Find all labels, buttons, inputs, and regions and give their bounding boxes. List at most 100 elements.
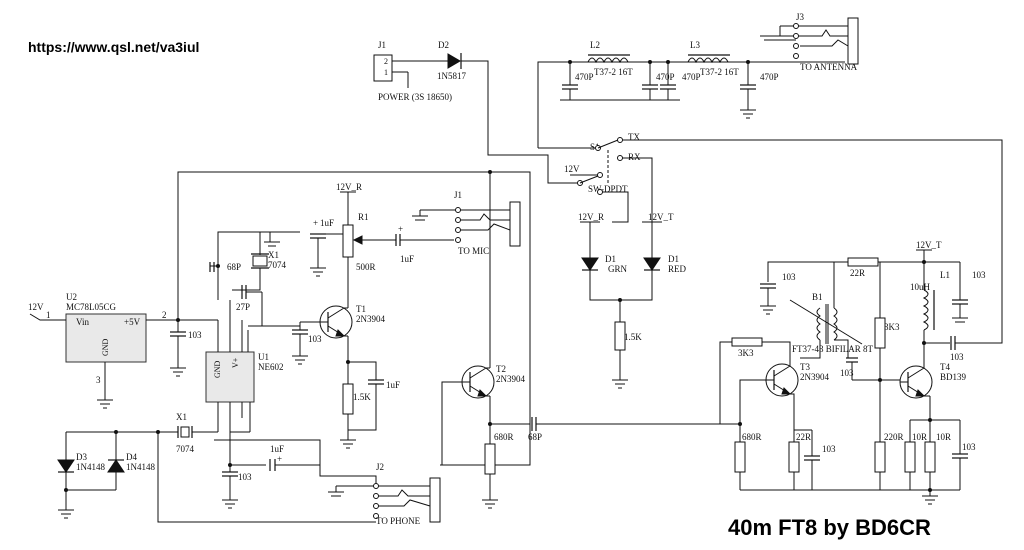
- svg-text:12V_R: 12V_R: [578, 212, 604, 222]
- svg-text:470P: 470P: [760, 72, 779, 82]
- svg-text:X1: X1: [268, 250, 279, 260]
- clamp-diodes: D3 1N4148 D4 1N4148 X1 7074: [57, 412, 376, 523]
- svg-text:103: 103: [188, 330, 202, 340]
- switch-s1: S1 TX RX 12V SW-DPDT: [564, 132, 1003, 344]
- svg-text:X1: X1: [176, 412, 187, 422]
- svg-text:RX: RX: [628, 152, 641, 162]
- svg-text:R1: R1: [358, 212, 369, 222]
- svg-text:GRN: GRN: [608, 264, 628, 274]
- svg-text:D4: D4: [126, 452, 137, 462]
- svg-text:+: +: [313, 218, 318, 228]
- svg-text:22R: 22R: [796, 432, 811, 442]
- svg-text:470P: 470P: [682, 72, 701, 82]
- svg-text:J3: J3: [796, 12, 805, 22]
- svg-text:D3: D3: [76, 452, 87, 462]
- svg-text:L2: L2: [590, 40, 600, 50]
- svg-text:10R: 10R: [912, 432, 927, 442]
- svg-text:3K3: 3K3: [884, 322, 900, 332]
- svg-text:103: 103: [840, 368, 854, 378]
- svg-text:1uF: 1uF: [270, 444, 284, 454]
- led-indicators: 12V_R 12V_T D1 GRN D1 RED 1.5K: [578, 212, 687, 389]
- svg-text:L3: L3: [690, 40, 700, 50]
- svg-text:680R: 680R: [494, 432, 514, 442]
- svg-text:T2: T2: [496, 364, 506, 374]
- svg-text:470P: 470P: [575, 72, 594, 82]
- mic-input: 12V_R R1 500R + 1uF 1uF + J1: [310, 182, 521, 277]
- svg-text:2N3904: 2N3904: [356, 314, 385, 324]
- svg-text:22R: 22R: [850, 268, 865, 278]
- svg-text:POWER (3S 18650): POWER (3S 18650): [378, 92, 452, 102]
- svg-text:2: 2: [384, 57, 388, 66]
- crystal-oscillator: 68P X1 7074 27P: [209, 231, 300, 327]
- svg-text:SW-DPDT: SW-DPDT: [588, 184, 628, 194]
- svg-text:FT37-43 BIFILAR 8T: FT37-43 BIFILAR 8T: [792, 344, 874, 354]
- svg-text:BD139: BD139: [940, 372, 967, 382]
- svg-text:U1: U1: [258, 352, 269, 362]
- svg-text:TO PHONE: TO PHONE: [376, 516, 421, 526]
- website-url: https://www.qsl.net/va3iul: [28, 39, 199, 55]
- svg-text:T3: T3: [800, 362, 810, 372]
- svg-text:470P: 470P: [656, 72, 675, 82]
- low-pass-filter: L2 T37-2 16T L3 T37-2 16T 470P 470P 470P…: [537, 40, 845, 149]
- svg-text:J1: J1: [378, 40, 386, 50]
- svg-text:10uH: 10uH: [910, 282, 931, 292]
- svg-text:TO MIC: TO MIC: [458, 246, 489, 256]
- power-amplifier: 12V_T 22R 103 L1 10uH 103 103: [719, 240, 986, 505]
- svg-text:68P: 68P: [227, 262, 241, 272]
- svg-text:12V: 12V: [28, 302, 44, 312]
- svg-text:T37-2 16T: T37-2 16T: [700, 67, 739, 77]
- svg-text:1N5817: 1N5817: [437, 71, 466, 81]
- svg-text:1: 1: [46, 310, 51, 320]
- svg-text:2N3904: 2N3904: [800, 372, 829, 382]
- svg-text:1uF: 1uF: [386, 380, 400, 390]
- svg-text:1N4148: 1N4148: [126, 462, 155, 472]
- transistor-t1: T1 2N3904 103 1.5K 1uF: [292, 272, 400, 449]
- svg-text:B1: B1: [812, 292, 823, 302]
- svg-text:7074: 7074: [268, 260, 287, 270]
- antenna-connector-j3: J3 TO ANTENNA: [760, 12, 859, 72]
- svg-text:MC78L05CG: MC78L05CG: [66, 302, 117, 312]
- svg-text:103: 103: [950, 352, 964, 362]
- svg-text:D2: D2: [438, 40, 449, 50]
- svg-text:RED: RED: [668, 264, 687, 274]
- svg-text:1uF: 1uF: [400, 254, 414, 264]
- svg-text:J2: J2: [376, 462, 384, 472]
- svg-text:103: 103: [308, 334, 322, 344]
- svg-text:10R: 10R: [936, 432, 951, 442]
- svg-text:680R: 680R: [742, 432, 762, 442]
- svg-text:103: 103: [972, 270, 986, 280]
- svg-text:T1: T1: [356, 304, 366, 314]
- svg-text:GND: GND: [213, 360, 222, 378]
- svg-text:12V_R: 12V_R: [336, 182, 362, 192]
- svg-text:+5V: +5V: [124, 317, 141, 327]
- svg-text:2N3904: 2N3904: [496, 374, 525, 384]
- svg-text:1.5K: 1.5K: [353, 392, 371, 402]
- svg-text:TX: TX: [628, 132, 640, 142]
- svg-text:V+: V+: [231, 357, 240, 368]
- svg-text:1uF: 1uF: [320, 218, 334, 228]
- power-connector-j1: J1 2 1 POWER (3S 18650): [373, 40, 452, 102]
- svg-text:GND: GND: [101, 338, 110, 356]
- svg-text:3: 3: [96, 375, 101, 385]
- svg-text:U2: U2: [66, 292, 77, 302]
- svg-text:2: 2: [162, 310, 167, 320]
- svg-text:12V: 12V: [564, 164, 580, 174]
- svg-text:Vin: Vin: [76, 317, 89, 327]
- svg-text:+: +: [277, 454, 282, 464]
- svg-text:NE602: NE602: [258, 362, 284, 372]
- svg-text:103: 103: [238, 472, 252, 482]
- svg-text:220R: 220R: [884, 432, 904, 442]
- svg-text:500R: 500R: [356, 262, 376, 272]
- svg-text:T37-2 16T: T37-2 16T: [594, 67, 633, 77]
- transistor-t2: T2 2N3904 680R 68P: [441, 170, 740, 509]
- svg-text:12V_T: 12V_T: [648, 212, 674, 222]
- svg-text:1: 1: [384, 68, 388, 77]
- svg-text:103: 103: [822, 444, 836, 454]
- diagram-title: 40m FT8 by BD6CR: [728, 515, 931, 540]
- svg-text:1N4148: 1N4148: [76, 462, 105, 472]
- phone-output: 1uF + 103 J2 TO PHONE: [214, 431, 441, 526]
- svg-text:103: 103: [782, 272, 796, 282]
- regulator-u2: U2 MC78L05CG Vin +5V GND 12V 1 2 3 103: [28, 171, 531, 466]
- svg-text:D1: D1: [605, 254, 616, 264]
